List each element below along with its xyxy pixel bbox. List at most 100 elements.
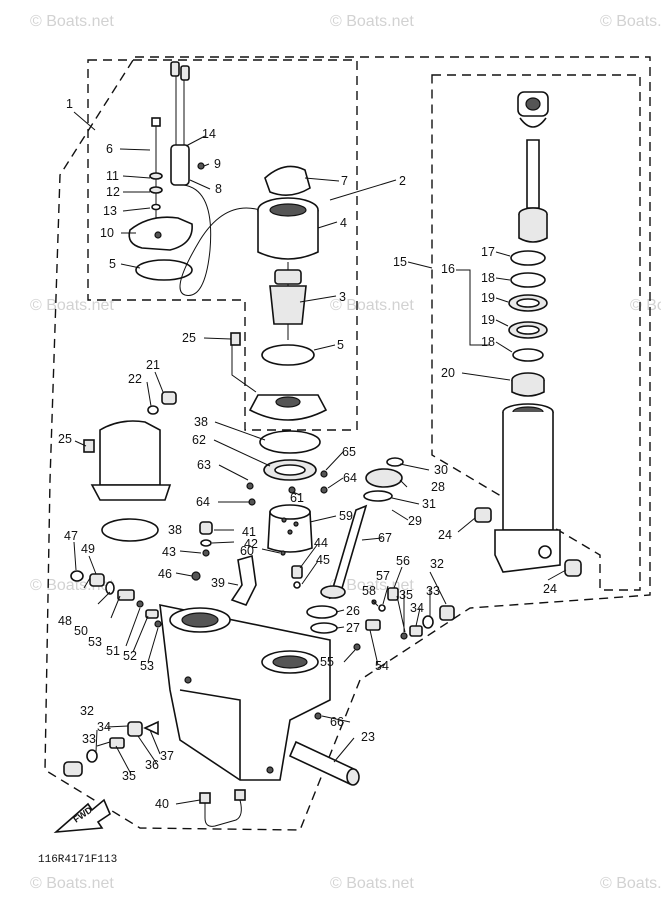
callout-18-lower: 18	[481, 335, 495, 349]
callout-51: 51	[106, 644, 120, 658]
group-outlines	[44, 56, 651, 831]
screw-9	[197, 162, 205, 170]
callout-7: 7	[341, 174, 348, 188]
grommet	[170, 144, 190, 186]
callout-24-left: 24	[438, 528, 452, 542]
motor-group-outline	[87, 59, 358, 431]
rod-end	[519, 117, 547, 128]
watermark-bottom-center: © Boats.net	[330, 875, 414, 892]
stator-bore	[269, 203, 307, 217]
callout-53-left: 53	[88, 635, 102, 649]
callout-66: 66	[330, 715, 344, 729]
piston-rod	[526, 139, 540, 209]
housing-edge	[179, 689, 241, 780]
watermark-top-center: © Boats.net	[330, 13, 414, 30]
callout-20: 20	[441, 366, 455, 380]
callout-24-right: 24	[543, 582, 557, 596]
seal-19b-inner	[516, 325, 540, 335]
callout-4: 4	[340, 216, 347, 230]
cylinder-group-outline	[431, 74, 641, 591]
callout-25-left: 25	[58, 432, 72, 446]
stator-body	[257, 210, 319, 260]
callout-8: 8	[215, 182, 222, 196]
callout-64-left: 64	[196, 495, 210, 509]
callout-47: 47	[64, 529, 78, 543]
callout-16: 16	[441, 262, 455, 276]
watermark-top-left: © Boats.net	[30, 13, 114, 30]
watermarks: © Boats.net © Boats.net © Boats.net © Bo…	[30, 13, 661, 892]
washer-11	[149, 172, 163, 180]
wire-terminal-1	[170, 61, 180, 77]
fitting-67	[320, 585, 346, 599]
diagram-code: 116R4171F113	[38, 854, 117, 866]
callout-60: 60	[240, 544, 254, 558]
callout-28: 28	[431, 480, 445, 494]
housing-hole-2	[266, 766, 274, 774]
callout-61: 61	[290, 491, 304, 505]
watermark-mid-right: © Boats.net	[630, 297, 661, 314]
callout-33-right: 33	[426, 584, 440, 598]
callout-65: 65	[342, 445, 356, 459]
motor-parts	[128, 61, 328, 421]
plug-41	[199, 521, 213, 535]
spring-52	[145, 609, 159, 619]
callout-22: 22	[128, 372, 142, 386]
callout-17: 17	[481, 245, 495, 259]
ball-43	[202, 549, 210, 557]
cylinder-base	[494, 529, 561, 573]
callout-5-upper: 5	[109, 257, 116, 271]
callout-42: 42	[244, 537, 258, 551]
housing-hole-1	[184, 676, 192, 684]
brush-assembly	[264, 165, 311, 196]
o-ring-18b	[512, 348, 544, 362]
callout-19-lower: 19	[481, 313, 495, 327]
callout-34-left: 34	[97, 720, 111, 734]
callout-41: 41	[242, 525, 256, 539]
watermark-bottom-left: © Boats.net	[30, 875, 114, 892]
commutator	[274, 269, 302, 285]
callout-13: 13	[103, 204, 117, 218]
o-ring-upper	[135, 259, 193, 281]
o-ring-18a	[510, 272, 546, 288]
callout-12: 12	[106, 185, 120, 199]
callout-14: 14	[202, 127, 216, 141]
housing-port-right-inner	[272, 655, 308, 669]
callout-67: 67	[378, 531, 392, 545]
callout-26: 26	[346, 604, 360, 618]
callout-25-upper: 25	[182, 331, 196, 345]
cap-20-body	[511, 380, 545, 397]
o-ring-22	[147, 405, 159, 415]
tube-40-fitting-2	[234, 789, 246, 801]
piston-36	[127, 721, 143, 737]
seal-19a-inner	[516, 298, 540, 308]
callout-48: 48	[58, 614, 72, 628]
plug-24-left	[474, 507, 492, 523]
o-ring-31	[363, 490, 393, 502]
plug-24-right	[564, 559, 582, 577]
callout-52: 52	[123, 649, 137, 663]
callout-10: 10	[100, 226, 114, 240]
callout-3: 3	[339, 290, 346, 304]
pin-61	[288, 486, 296, 494]
reservoir-flange	[90, 484, 172, 501]
holder-hole	[154, 231, 162, 239]
watermark-mid-center: © Boats.net	[330, 297, 414, 314]
callout-23: 23	[361, 730, 375, 744]
callout-40: 40	[155, 797, 169, 811]
callout-49: 49	[81, 542, 95, 556]
o-ring-38-left	[101, 518, 159, 542]
callout-35-left: 35	[122, 769, 136, 783]
callout-50: 50	[74, 624, 88, 638]
ball-51	[136, 600, 144, 608]
callout-57: 57	[376, 569, 390, 583]
callout-59: 59	[339, 509, 353, 523]
callout-64-right: 64	[343, 471, 357, 485]
callout-34-right: 34	[410, 601, 424, 615]
screw-46	[191, 571, 201, 581]
callout-37: 37	[160, 749, 174, 763]
callout-5-lower: 5	[337, 338, 344, 352]
end-cover-bearing	[275, 396, 301, 408]
spring-34-right	[409, 625, 423, 637]
callout-32-left: 32	[80, 704, 94, 718]
